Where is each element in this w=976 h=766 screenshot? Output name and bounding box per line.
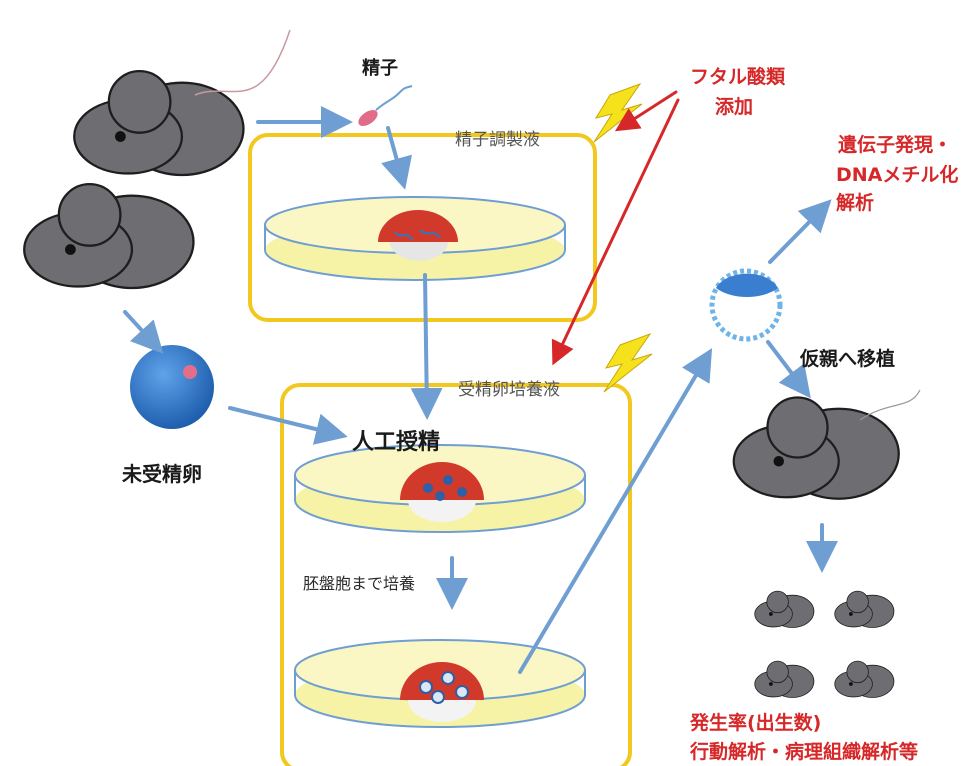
analysis-label-line1: 遺伝子発現・ [838,134,953,156]
petri-dish-icon [294,444,586,533]
petri-dish-icon [294,639,586,728]
arrow [614,90,678,132]
outcome-label-line2: 行動解析・病理組織解析等 [690,741,919,763]
embryo-medium-frame [280,383,632,766]
arrow [381,126,412,190]
arrow [766,340,811,399]
analysis-label-line2: DNAメチル化 [836,164,959,186]
arrow [768,199,832,264]
culture-label: 胚盤胞まで培養 [303,574,416,593]
phthalate-label-line2: 添加 [715,96,754,118]
mouse-icon [73,29,291,177]
sperm-medium-label: 精子調製液 [455,130,540,150]
lightning-icon [593,82,653,393]
mouse-icon [732,389,921,500]
egg-cell-icon [130,345,214,429]
outcome-label-line1: 発生率(出生数) [690,712,822,734]
arrow [551,98,680,366]
transfer-label: 仮親へ移植 [800,348,896,370]
arrow [410,273,443,420]
arrow [123,310,164,354]
unfertilized-egg-label: 未受精卵 [122,462,202,486]
embryo-medium-label: 受精卵培養液 [458,380,560,400]
mouse-icon [754,590,895,698]
mouse-icon [23,182,195,290]
petri-dish-icon [264,196,566,281]
sperm-icon [358,85,413,126]
ivf-label: 人工授精 [352,430,441,455]
arrow [228,406,348,445]
blastocyst-icon [709,268,783,342]
analysis-label-line3: 解析 [836,192,875,214]
sperm-label: 精子 [362,58,398,79]
arrow [518,348,713,674]
sperm-medium-frame [248,133,597,322]
phthalate-label-line1: フタル酸類 [690,66,786,88]
